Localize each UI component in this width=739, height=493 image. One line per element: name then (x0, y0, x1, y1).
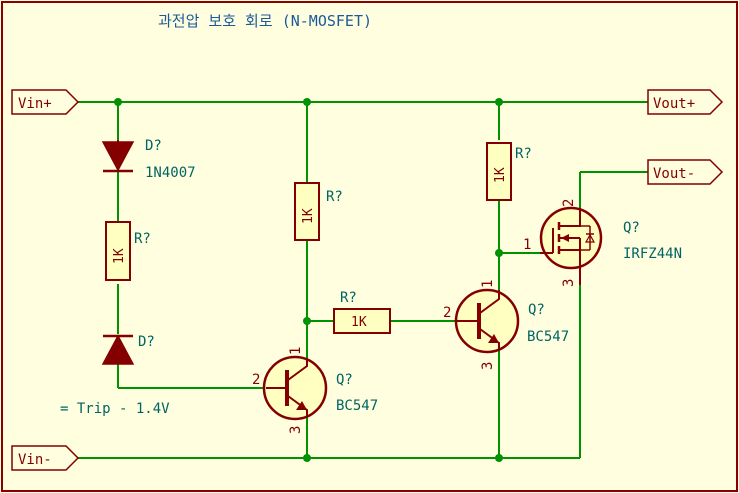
junction-dot (495, 454, 503, 462)
resistor-r2-value: 1K (301, 208, 316, 224)
diode-d2-ref: D? (138, 334, 155, 350)
resistor-r4-ref: R? (515, 146, 532, 162)
mosfet-q3-arrow (561, 234, 569, 242)
junction-dot (495, 98, 503, 106)
port-vout-minus[interactable]: Vout- (647, 159, 724, 185)
transistor-q2-value: BC547 (527, 329, 569, 345)
port-label: Vout+ (653, 96, 695, 112)
resistor-r1-value: 1K (112, 248, 127, 264)
pin-number: 3 (480, 362, 496, 370)
port-label: Vout- (653, 166, 695, 182)
transistor-q1-ref: Q? (336, 372, 353, 388)
junction-dot (114, 98, 122, 106)
transistor-q2-ref: Q? (528, 302, 545, 318)
port-vin-plus[interactable]: Vin+ (11, 89, 80, 115)
transistor-q1-value: BC547 (336, 398, 378, 414)
diode-d2-body (101, 334, 135, 365)
junctions (114, 98, 503, 462)
junction-dot (303, 98, 311, 106)
port-vin-minus[interactable]: Vin- (11, 445, 80, 471)
transistor-q1-body (262, 355, 328, 421)
port-label: Vin+ (18, 96, 52, 112)
pin-number: 1 (288, 347, 304, 355)
pin-number: 2 (252, 372, 260, 388)
trip-annotation: = Trip - 1.4V (60, 401, 170, 417)
resistor-r1-ref: R? (134, 231, 151, 247)
junction-dot (495, 249, 503, 257)
port-label: Vin- (18, 452, 52, 468)
resistor-r4-value: 1K (493, 167, 508, 183)
resistor-r1-body (105, 221, 131, 281)
transistor-q2[interactable]: 1 2 3 Q? BC547 (443, 280, 569, 370)
port-vout-plus[interactable]: Vout+ (647, 89, 724, 115)
diode-d2[interactable]: D? (101, 334, 155, 365)
pin-number: 3 (561, 279, 577, 287)
mosfet-q3-value: IRFZ44N (623, 246, 682, 262)
resistor-r1[interactable]: 1K R? (105, 221, 151, 281)
pin-number: 2 (443, 305, 451, 321)
junction-dot (303, 454, 311, 462)
resistor-r4[interactable]: 1K R? (486, 142, 532, 201)
schematic-title: 과전압 보호 회로 (N-MOSFET) (158, 12, 372, 30)
mosfet-q3-ref: Q? (623, 220, 640, 236)
transistor-q1-arrow (296, 401, 307, 410)
transistor-q1[interactable]: 1 2 3 Q? BC547 (252, 347, 378, 434)
diode-d1-body (101, 141, 135, 172)
diode-d1-value: 1N4007 (145, 165, 196, 181)
transistor-q2-arrow (488, 334, 499, 343)
resistor-r2-ref: R? (326, 189, 343, 205)
pin-number: 1 (523, 237, 531, 253)
junction-dot (303, 317, 311, 325)
resistor-r3[interactable]: 1K R? (333, 290, 391, 334)
resistor-r3-body (333, 308, 391, 334)
resistor-r4-body (486, 142, 512, 201)
diode-d1-ref: D? (145, 138, 162, 154)
pin-number: 2 (561, 199, 577, 207)
resistor-r2-body (294, 182, 320, 241)
diode-d1[interactable]: D? 1N4007 (101, 138, 196, 181)
resistor-r3-value: 1K (351, 315, 367, 330)
mosfet-q3[interactable]: 1 2 3 Q? IRFZ44N (523, 199, 682, 287)
resistor-r2[interactable]: 1K R? (294, 182, 343, 241)
resistor-r3-ref: R? (340, 290, 357, 306)
pin-number: 1 (480, 280, 496, 288)
pin-number: 3 (288, 426, 304, 434)
